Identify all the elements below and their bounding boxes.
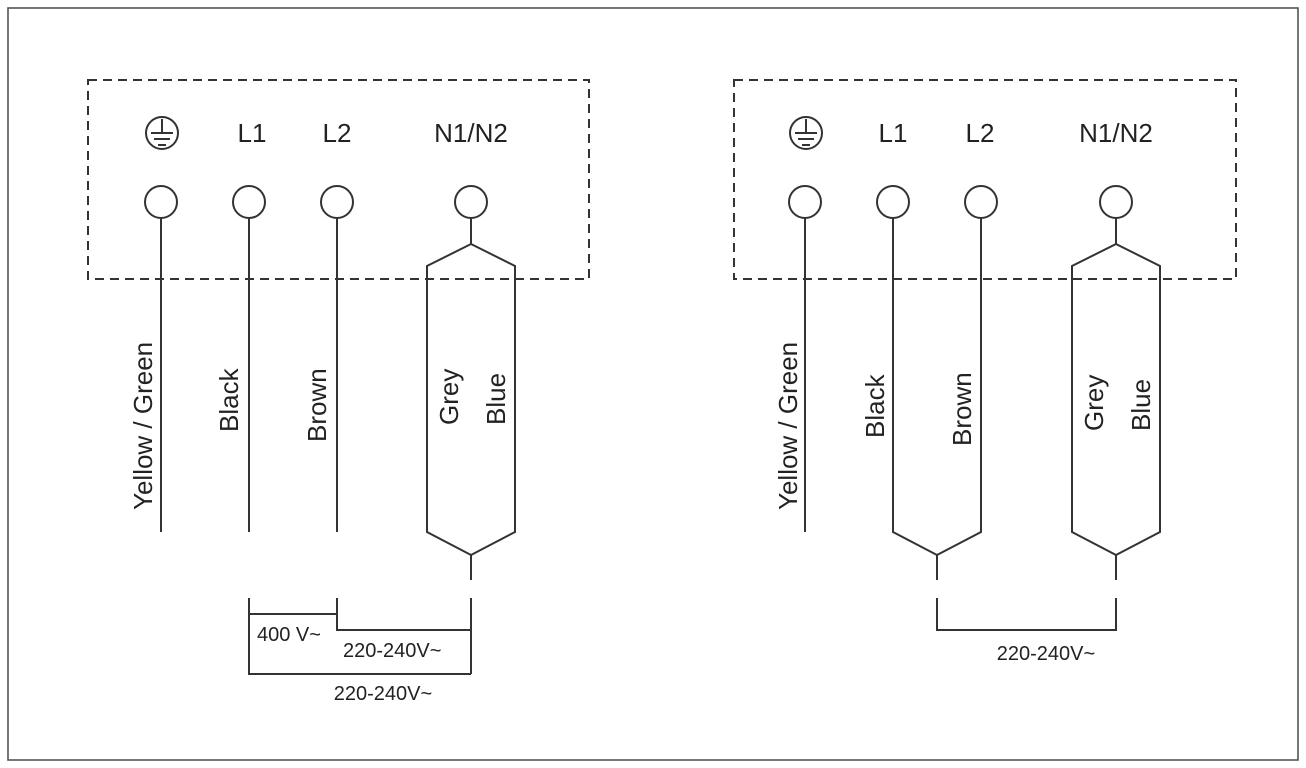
bracket-live-neutral <box>936 598 1117 631</box>
bracket-400v <box>249 598 338 615</box>
diagram-left: L1 L2 N1/N2 Yellow / Green Black Brown G… <box>87 79 590 705</box>
wire-label-black: Black <box>214 367 244 432</box>
voltage-label-l2-n: 220-240V~ <box>343 640 441 662</box>
earth-ground-icon <box>145 116 179 150</box>
terminal-label-n1n2: N1/N2 <box>1079 118 1153 148</box>
wire-label-grey: Grey <box>1079 375 1109 431</box>
diagram-right: L1 L2 N1/N2 Yellow / Green Black Brown G… <box>733 79 1237 665</box>
terminal-n1n2 <box>454 185 488 219</box>
terminal-l1 <box>876 185 910 219</box>
wire-label-yellow-green: Yellow / Green <box>773 342 803 510</box>
terminal-l2 <box>320 185 354 219</box>
terminal-l2 <box>964 185 998 219</box>
terminal-earth <box>144 185 178 219</box>
terminal-l1 <box>232 185 266 219</box>
wire-neutral-bundle <box>426 218 516 557</box>
terminal-label-l2: L2 <box>966 118 995 148</box>
bracket-l2-n <box>336 614 471 631</box>
wire-neutral-bundle <box>1071 218 1161 557</box>
wire-label-blue: Blue <box>1126 379 1156 431</box>
wire-label-blue: Blue <box>481 373 511 425</box>
earth-ground-icon <box>789 116 823 150</box>
terminal-label-n1n2: N1/N2 <box>434 118 508 148</box>
terminal-label-l1: L1 <box>879 118 908 148</box>
wire-label-brown: Brown <box>302 368 332 442</box>
outer-frame <box>7 7 1299 761</box>
terminal-label-l2: L2 <box>323 118 352 148</box>
wire-label-brown: Brown <box>947 372 977 446</box>
terminal-earth <box>788 185 822 219</box>
terminal-n1n2 <box>1099 185 1133 219</box>
wire-label-grey: Grey <box>434 369 464 425</box>
bracket-outer <box>248 598 471 675</box>
wire-label-yellow-green: Yellow / Green <box>128 342 158 510</box>
terminal-block-right <box>733 79 1237 280</box>
wire-label-black: Black <box>860 373 890 438</box>
voltage-label-live-neutral: 220-240V~ <box>997 643 1095 665</box>
voltage-label-l1-n: 220-240V~ <box>334 683 432 705</box>
terminal-block-left <box>87 79 590 280</box>
terminal-label-l1: L1 <box>238 118 267 148</box>
voltage-label-400v: 400 V~ <box>257 624 321 646</box>
